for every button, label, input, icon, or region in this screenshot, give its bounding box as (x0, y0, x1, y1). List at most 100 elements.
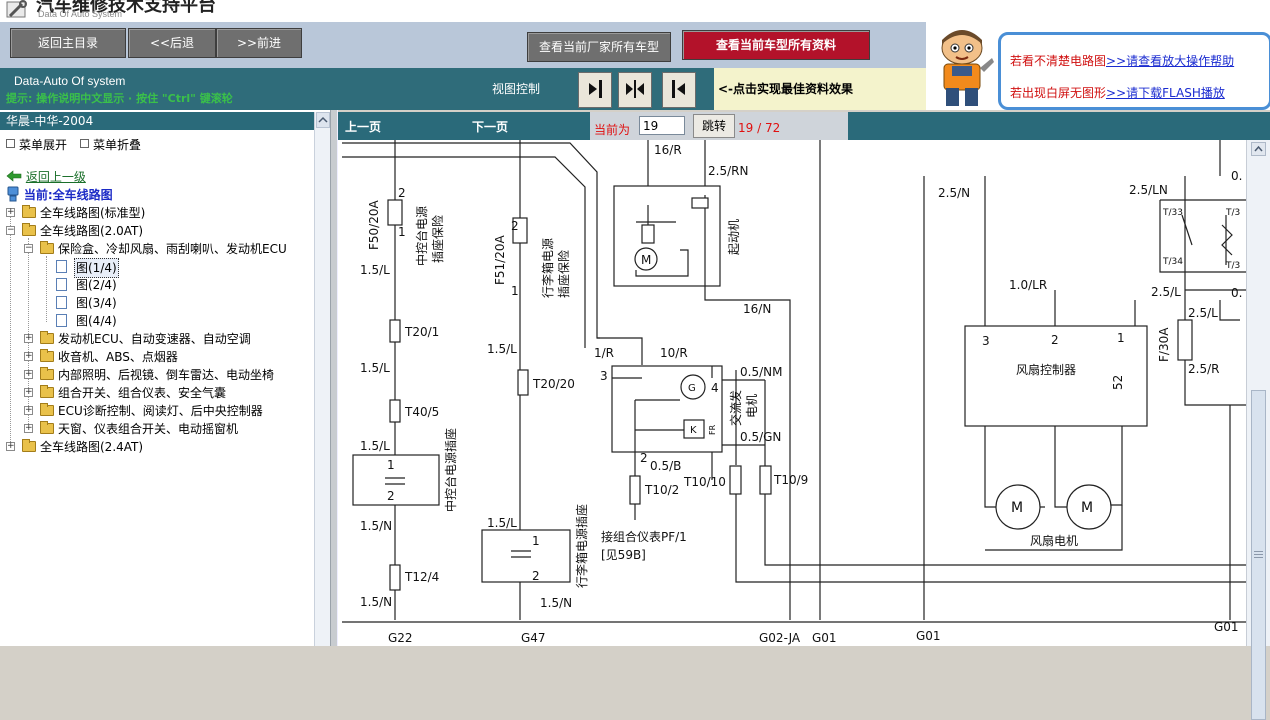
connection-note: 接组合仪表PF/1 (601, 529, 687, 544)
wire-label: 0.5/GN (740, 430, 781, 444)
wire-label: 2.5/LN (1129, 183, 1168, 197)
wire-label: 1.5/N (360, 519, 392, 533)
mechanic-mascot-icon (941, 30, 994, 106)
scroll-thumb[interactable] (1251, 390, 1266, 720)
help-box (998, 32, 1270, 110)
document-icon (56, 296, 67, 309)
tree-item-label: 全车线路图(标准型) (40, 206, 146, 220)
view-expand-right-button[interactable] (578, 72, 612, 108)
up-level-link[interactable]: 返回上一级 (6, 168, 86, 185)
prev-page-link[interactable]: 上一页 (345, 120, 382, 134)
up-level-label: 返回上一级 (25, 170, 86, 184)
ground-label: G01 (812, 631, 837, 645)
connector-label: T20/20 (532, 377, 575, 391)
vehicle-header: 华晨-中华-2004 (0, 112, 314, 130)
wrench-logo-icon (6, 0, 27, 18)
wire-label: 1.5/L (487, 342, 517, 356)
title-bar: 汽车维修技术支持平台 Data Of Auto System (0, 0, 1270, 22)
view-expand-left-button[interactable] (662, 72, 696, 108)
fr-label: FR (708, 424, 717, 435)
pin-label: 1 (511, 284, 519, 298)
flash-download-link[interactable]: >>请下载FLASH播放 (1106, 86, 1225, 100)
connector-label: T12/4 (404, 570, 439, 584)
pin-label: 3 (600, 369, 608, 383)
folder-icon (40, 367, 54, 380)
tree-item-label: 天窗、仪表组合开关、电动摇窗机 (58, 422, 239, 436)
ground-label: G01 (1214, 620, 1239, 634)
help-line-flash: 若出现白屏无图形>>请下载FLASH播放 (1010, 84, 1225, 101)
app-subtitle: Data Of Auto System (38, 9, 123, 19)
next-page-link[interactable]: 下一页 (472, 120, 509, 134)
fuse-desc: 行李箱电源 (540, 238, 555, 298)
back-button[interactable]: <<后退 (128, 28, 216, 58)
wire-label: 1.5/N (360, 595, 392, 609)
computer-icon (7, 186, 19, 202)
alternator-label: 交流发 (728, 390, 743, 426)
fuse-label: F/30A (1157, 327, 1171, 362)
help-line-zoom: 若看不清楚电路图>>请查看放大操作帮助 (1010, 52, 1234, 69)
wire-label: 1/R (594, 346, 614, 360)
pin-label: 1 (387, 458, 395, 472)
wire-label: 1.5/N (540, 596, 572, 610)
wire-label: 10/R (660, 346, 688, 360)
ground-label: G02-JA (759, 631, 801, 645)
pin-label: 2 (1051, 333, 1059, 347)
fuse-label: F51/20A (493, 235, 507, 285)
menu-collapse-label: 菜单折叠 (93, 138, 142, 152)
zoom-help-link[interactable]: >>请查看放大操作帮助 (1106, 54, 1235, 68)
all-data-button[interactable]: 查看当前车型所有资料 (682, 30, 870, 60)
diagram-scrollbar[interactable] (1246, 140, 1270, 720)
chevron-up-icon (318, 116, 328, 123)
tree-item-label: 图(1/4) (74, 258, 119, 278)
view-control-label: 视图控制 (492, 82, 541, 96)
jump-button[interactable]: 跳转 (693, 114, 735, 138)
scroll-up-button[interactable] (316, 112, 330, 128)
back-arrow-icon (6, 170, 22, 182)
folder-icon (40, 349, 54, 362)
wire-label: 2.5/N (938, 186, 970, 200)
generator-symbol: G (688, 383, 696, 394)
page-number-input[interactable] (639, 116, 685, 135)
pin-label: 2 (387, 489, 395, 503)
collapse-icon (80, 139, 89, 148)
menu-collapse-button[interactable]: 菜单折叠 (80, 136, 141, 153)
connector-label: T20/1 (404, 325, 439, 339)
folder-icon (40, 403, 54, 416)
relay-symbol: K (690, 425, 697, 436)
connector-label: T/3 (1225, 208, 1240, 218)
connector-label: T10/10 (683, 475, 726, 489)
left-scrollbar[interactable] (314, 112, 331, 646)
connector-label: T40/5 (404, 405, 439, 419)
fan-motor-label: 风扇电机 (1030, 533, 1078, 548)
help-zoom-text: 若看不清楚电路图 (1010, 54, 1107, 68)
forward-button[interactable]: >>前进 (216, 28, 302, 58)
home-button[interactable]: 返回主目录 (10, 28, 126, 58)
wire-label: 0. (1231, 286, 1242, 300)
tree-item-label: 内部照明、后视镜、倒车雷达、电动坐椅 (58, 368, 275, 382)
pin-label: 1 (398, 225, 406, 239)
tree-item-label: ECU诊断控制、阅读灯、后中央控制器 (58, 404, 263, 418)
menu-expand-button[interactable]: 菜单展开 (6, 136, 67, 153)
panel-splitter[interactable] (330, 110, 338, 646)
wire-label: 1.5/L (360, 263, 390, 277)
connector-label: T/33 (1162, 208, 1183, 218)
tree-guide (46, 256, 47, 322)
document-icon (56, 260, 67, 273)
pin-label: 1 (1117, 331, 1125, 345)
scroll-up-button[interactable] (1251, 142, 1266, 156)
all-models-button[interactable]: 查看当前厂家所有车型 (527, 32, 671, 62)
view-center-button[interactable] (618, 72, 652, 108)
wiring-diagram: 2 1 F50/20A 中控台电源 插座保险 1.5/L T20/1 1.5/L… (338, 140, 1246, 646)
help-flash-text: 若出现白屏无图形 (1010, 86, 1107, 100)
fuse-desc: 中控台电源 (414, 206, 429, 266)
brand-text: Data-Auto Of system (14, 74, 126, 88)
wire-label: 16/N (743, 302, 771, 316)
motor-symbol: M (641, 253, 651, 267)
tree-item-label: 图(4/4) (76, 314, 117, 328)
menu-expand-label: 菜单展开 (19, 138, 68, 152)
current-location: 当前:全车线路图 (6, 186, 113, 203)
connector-label: T10/9 (773, 473, 808, 487)
wire-label: 1.0/LR (1009, 278, 1047, 292)
folder-icon (40, 421, 54, 434)
folder-open-icon (40, 241, 54, 254)
